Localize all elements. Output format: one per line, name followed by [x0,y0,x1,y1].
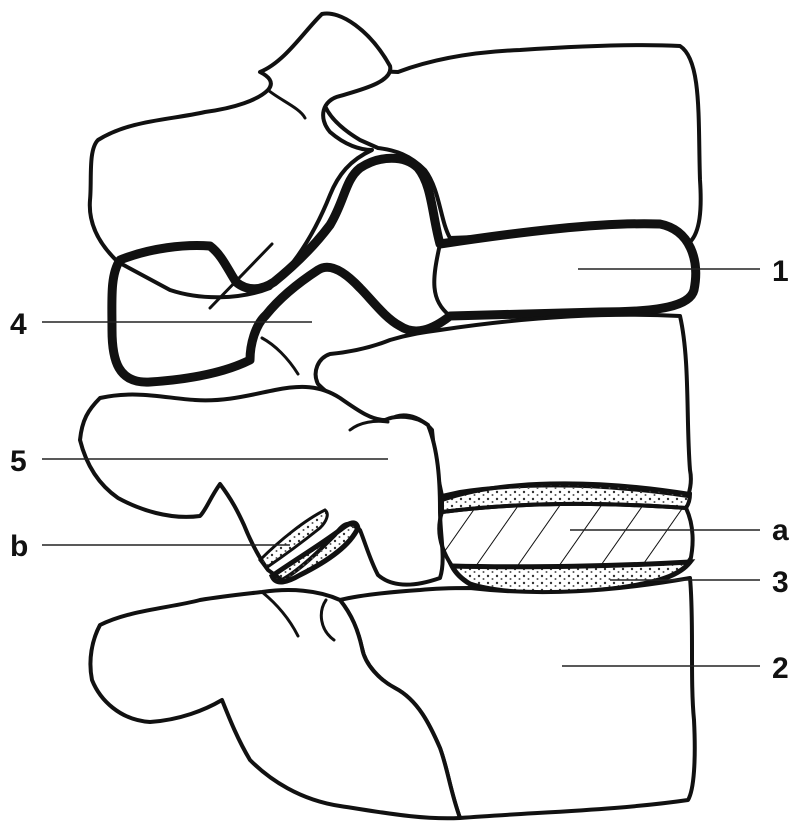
vertebra-5-posterior [80,387,443,585]
label-3: 3 [772,566,789,599]
label-b: b [10,530,28,563]
label-4: 4 [10,308,27,341]
label-2: 2 [772,652,789,685]
label-a: a [772,514,789,547]
disc-hatched-region [439,504,692,567]
label-1: 1 [772,255,789,288]
vertebra-1-facet [262,338,298,374]
label-5: 5 [10,445,27,478]
